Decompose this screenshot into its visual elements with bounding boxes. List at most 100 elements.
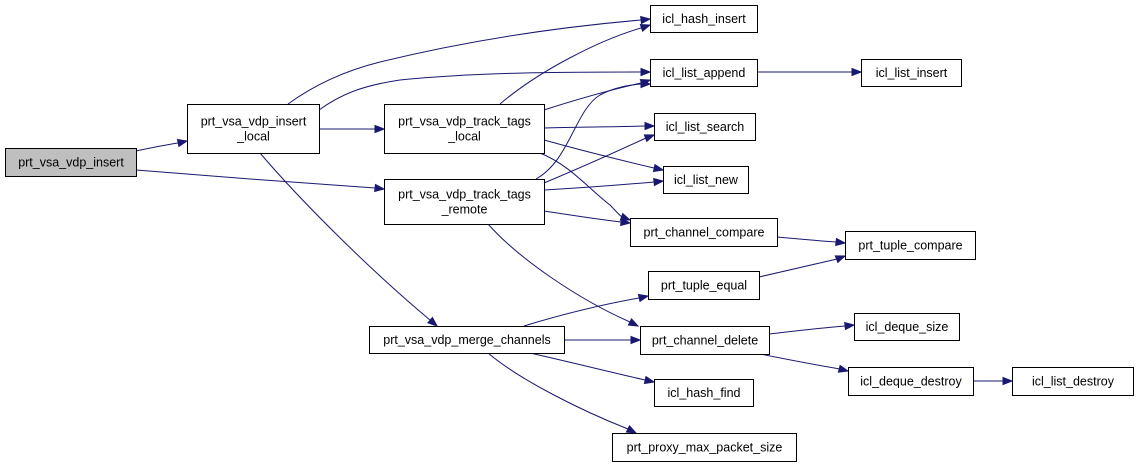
node-label: prt_tuple_compare: [858, 239, 962, 253]
edge-prt_vsa_vdp_track_tags_local-to-icl_list_new: [543, 139, 665, 173]
node-prt-channel-compare[interactable]: prt_channel_compare: [630, 218, 778, 247]
node-box[interactable]: [845, 231, 976, 260]
node-box[interactable]: [369, 326, 565, 354]
node-box[interactable]: [854, 313, 960, 341]
node-box[interactable]: [384, 179, 545, 225]
node-box[interactable]: [630, 218, 778, 247]
node-label: prt_vsa_vdp_track_tags: [398, 115, 531, 129]
arrowhead-icon: [176, 138, 189, 148]
edge-line: [287, 18, 651, 105]
edge-line: [758, 255, 846, 278]
edge-prt_vsa_vdp_merge_channels-to-prt_channel_delete: [564, 335, 642, 345]
node-label: icl_list_destroy: [1032, 375, 1115, 389]
node-icl-list-insert[interactable]: icl_list_insert: [861, 59, 962, 87]
edge-prt_channel_delete-to-icl_deque_size: [768, 321, 856, 335]
node-prt-vsa-vdp-insert[interactable]: prt_vsa_vdp_insert: [5, 148, 137, 177]
node-box[interactable]: [384, 104, 545, 154]
node-icl-hash-insert[interactable]: icl_hash_insert: [650, 5, 758, 33]
node-box[interactable]: [654, 379, 754, 407]
node-icl-list-append[interactable]: icl_list_append: [650, 59, 758, 87]
arrowhead-icon: [627, 317, 640, 327]
node-box[interactable]: [654, 113, 756, 141]
node-icl-deque-destroy[interactable]: icl_deque_destroy: [848, 367, 974, 396]
node-prt-vsa-vdp-track-tags-local[interactable]: prt_vsa_vdp_track_tags_local: [384, 104, 545, 154]
arrowhead-icon: [620, 217, 632, 227]
node-box[interactable]: [187, 104, 320, 154]
node-label: _local: [447, 130, 481, 144]
edge-icl_deque_destroy-to-icl_list_destroy: [973, 376, 1014, 386]
edge-line: [543, 79, 651, 111]
node-label: prt_channel_compare: [644, 226, 765, 240]
edge-line: [259, 152, 438, 327]
node-box[interactable]: [663, 166, 749, 194]
arrowhead-icon: [1002, 376, 1014, 386]
node-prt-vsa-vdp-insert-local[interactable]: prt_vsa_vdp_insert_local: [187, 104, 320, 154]
node-prt-vsa-vdp-track-tags-remote[interactable]: prt_vsa_vdp_track_tags_remote: [384, 179, 545, 225]
node-box[interactable]: [650, 59, 758, 87]
edge-prt_vsa_vdp_merge_channels-to-prt_proxy_max_packet_size: [487, 352, 638, 434]
edges-layer: [135, 15, 1014, 434]
edge-line: [543, 139, 664, 171]
node-box[interactable]: [5, 148, 137, 177]
node-label: icl_list_new: [674, 173, 739, 187]
node-box[interactable]: [612, 433, 797, 462]
node-box[interactable]: [650, 5, 758, 33]
arrowhead-icon: [652, 163, 665, 173]
arrowhead-icon: [374, 183, 386, 193]
arrowhead-icon: [643, 375, 656, 385]
arrowhead-icon: [851, 67, 863, 77]
edge-line: [776, 236, 846, 244]
node-icl-list-destroy[interactable]: icl_list_destroy: [1012, 367, 1134, 396]
edge-line: [535, 83, 650, 180]
edge-prt_vsa_vdp_insert-to-prt_vsa_vdp_track_tags_remote: [135, 169, 386, 193]
edge-line: [487, 352, 637, 434]
node-box[interactable]: [648, 271, 760, 300]
edge-prt_vsa_vdp_track_tags_remote-to-icl_list_new: [543, 177, 665, 191]
node-prt-tuple-compare[interactable]: prt_tuple_compare: [845, 231, 976, 260]
node-box[interactable]: [861, 59, 962, 87]
edge-line: [539, 152, 631, 221]
edge-icl_list_append-to-icl_list_insert: [757, 67, 863, 77]
arrowhead-icon: [639, 23, 652, 33]
arrowhead-icon: [640, 15, 652, 25]
edge-prt_vsa_vdp_track_tags_remote-to-prt_channel_compare: [543, 210, 632, 227]
arrowhead-icon: [834, 255, 847, 264]
node-label: icl_deque_destroy: [860, 375, 962, 389]
arrowhead-icon: [640, 79, 652, 89]
node-box[interactable]: [848, 367, 974, 396]
node-label: prt_tuple_equal: [661, 279, 747, 293]
node-box[interactable]: [1012, 367, 1134, 396]
node-prt-channel-delete[interactable]: prt_channel_delete: [640, 326, 770, 355]
node-box[interactable]: [640, 326, 770, 355]
node-icl-list-search[interactable]: icl_list_search: [654, 113, 756, 141]
arrowhead-icon: [630, 335, 642, 345]
arrowhead-icon: [644, 121, 656, 131]
arrowhead-icon: [837, 364, 850, 373]
node-prt-vsa-vdp-merge-channels[interactable]: prt_vsa_vdp_merge_channels: [369, 326, 565, 354]
edge-line: [487, 223, 639, 327]
edge-prt_vsa_vdp_insert-to-prt_vsa_vdp_insert_local: [135, 138, 189, 152]
node-prt-tuple-equal[interactable]: prt_tuple_equal: [648, 271, 760, 300]
edge-prt_vsa_vdp_track_tags_remote-to-prt_channel_delete: [487, 223, 640, 327]
edge-prt_vsa_vdp_track_tags_remote-to-icl_list_search: [543, 134, 656, 184]
node-label: prt_vsa_vdp_track_tags: [398, 188, 531, 202]
edge-prt_vsa_vdp_merge_channels-to-icl_hash_find: [529, 352, 656, 385]
node-label: _local: [236, 130, 270, 144]
arrowhead-icon: [637, 293, 650, 303]
edge-prt_tuple_equal-to-prt_tuple_compare: [758, 255, 847, 278]
edge-line: [135, 169, 385, 190]
node-label: prt_vsa_vdp_merge_channels: [383, 333, 550, 347]
arrowhead-icon: [835, 237, 847, 247]
edge-prt_vsa_vdp_track_tags_local-to-icl_hash_insert: [499, 23, 652, 105]
edge-prt_vsa_vdp_insert_local-to-icl_hash_insert: [287, 15, 652, 105]
node-icl-hash-find[interactable]: icl_hash_find: [654, 379, 754, 407]
node-label: prt_channel_delete: [652, 334, 758, 348]
edge-line: [523, 295, 649, 327]
node-icl-deque-size[interactable]: icl_deque_size: [854, 313, 960, 341]
edge-line: [543, 180, 664, 191]
edge-prt_vsa_vdp_merge_channels-to-prt_tuple_equal: [523, 293, 650, 327]
node-icl-list-new[interactable]: icl_list_new: [663, 166, 749, 194]
arrowhead-icon: [374, 124, 386, 134]
node-prt-proxy-max-packet-size[interactable]: prt_proxy_max_packet_size: [612, 433, 797, 462]
arrowhead-icon: [643, 134, 656, 143]
